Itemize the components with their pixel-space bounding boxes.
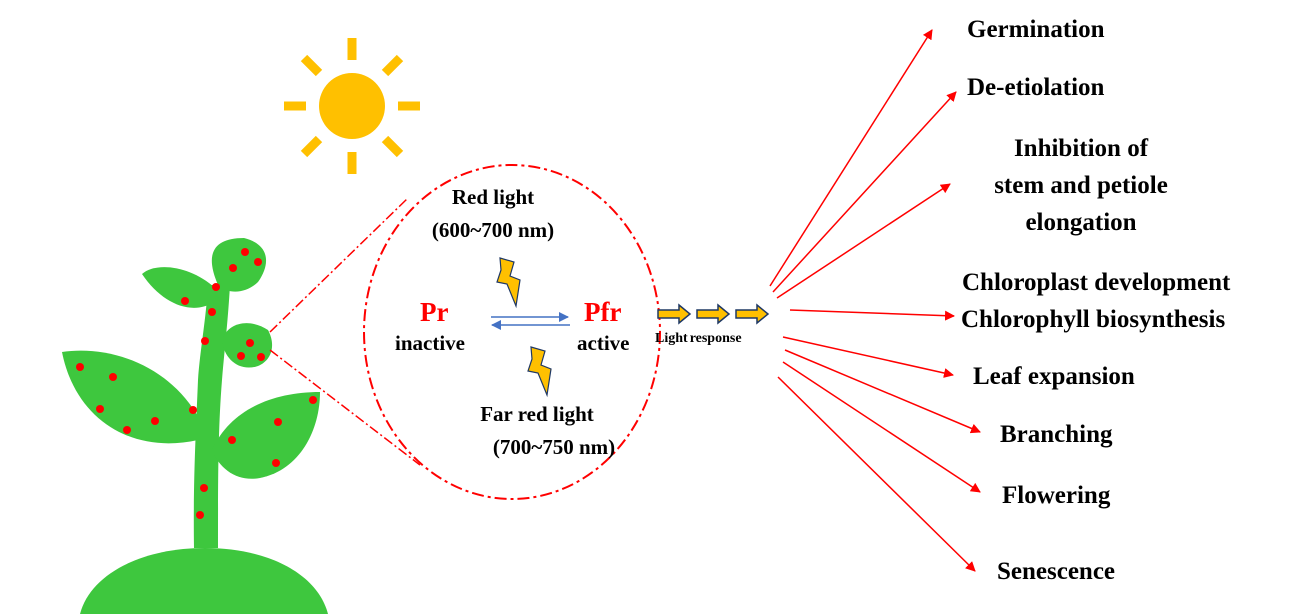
- phytochrome-spots: [76, 248, 317, 519]
- signal-arrows: [657, 303, 770, 325]
- left-leaf: [62, 350, 200, 444]
- arrow-branching: [784, 349, 981, 434]
- sun-icon: [284, 38, 420, 174]
- response-arrows: [769, 29, 981, 572]
- arrow-flowering: [782, 361, 981, 493]
- far-red-light-bolt-icon: [527, 346, 552, 398]
- soil-mound: [80, 548, 328, 614]
- upper-left-leaf: [142, 267, 215, 308]
- response-branching: Branching: [1000, 421, 1113, 448]
- response-inhibition-line3: elongation: [1025, 209, 1137, 236]
- magnification-circle: [363, 164, 661, 500]
- far-red-light-range: (700~750 nm): [492, 435, 616, 459]
- red-light-range: (600~700 nm): [431, 218, 555, 242]
- response-flowering: Flowering: [1002, 482, 1111, 509]
- top-leaf: [211, 238, 267, 292]
- response-senescence: Senescence: [997, 558, 1116, 585]
- light-response-part1: Light: [655, 331, 688, 346]
- arrow-de-etiolation: [772, 91, 957, 293]
- magnification-lines: [269, 197, 421, 466]
- arrow-senescence: [777, 376, 976, 572]
- response-chloroplast: Chloroplast development: [962, 269, 1231, 296]
- arrow-stem-elongation: [776, 183, 951, 299]
- pr-label: Pr: [420, 297, 449, 327]
- arrow-leaf-expansion: [782, 336, 954, 378]
- response-leaf-expansion: Leaf expansion: [973, 363, 1135, 390]
- light-response-part2: response: [689, 331, 742, 346]
- pfr-state: active: [577, 331, 630, 355]
- plant-stem: [193, 285, 230, 548]
- plant-illustration: [62, 238, 328, 614]
- conversion-arrows: [491, 312, 570, 330]
- signal-arrow-2: [696, 303, 731, 325]
- response-de-etiolation: De-etiolation: [967, 74, 1105, 101]
- response-inhibition-line1: Inhibition of: [1013, 135, 1149, 162]
- far-red-light-label: Far red light: [480, 402, 594, 426]
- red-light-bolt-icon: [496, 257, 521, 309]
- response-inhibition-line2: stem and petiole: [994, 172, 1168, 199]
- right-leaf: [212, 392, 320, 479]
- signal-arrow-1: [657, 303, 692, 325]
- pfr-label: Pfr: [584, 297, 622, 327]
- response-chlorophyll: Chlorophyll biosynthesis: [961, 306, 1226, 333]
- red-light-label: Red light: [451, 185, 535, 209]
- pr-state: inactive: [395, 331, 465, 355]
- response-germination: Germination: [967, 16, 1105, 43]
- arrow-chloroplast: [789, 309, 955, 321]
- signal-arrow-3: [735, 303, 770, 325]
- arrow-germination: [769, 29, 933, 287]
